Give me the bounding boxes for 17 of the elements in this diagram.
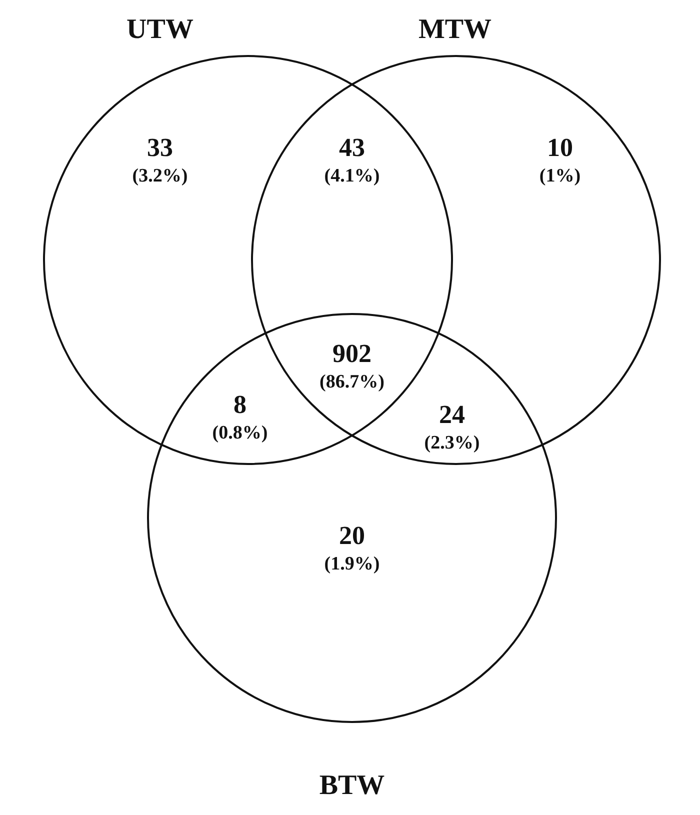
region-count: 10 <box>547 135 573 161</box>
set-title: UTW <box>126 16 194 44</box>
region-percentage: (3.2%) <box>132 166 188 186</box>
set-title: MTW <box>418 16 492 44</box>
region-count: 24 <box>439 402 465 428</box>
region-percentage: (1%) <box>539 166 581 186</box>
region-count: 20 <box>339 523 365 549</box>
region-count: 43 <box>339 135 365 161</box>
region-percentage: (4.1%) <box>324 166 380 186</box>
set-title: BTW <box>319 772 385 800</box>
region-count: 902 <box>332 341 372 367</box>
region-count: 33 <box>147 135 173 161</box>
region-percentage: (1.9%) <box>324 554 380 574</box>
region-count: 8 <box>234 392 246 418</box>
region-percentage: (86.7%) <box>320 372 384 392</box>
region-percentage: (2.3%) <box>424 434 480 452</box>
region-percentage: (0.8%) <box>212 424 268 442</box>
